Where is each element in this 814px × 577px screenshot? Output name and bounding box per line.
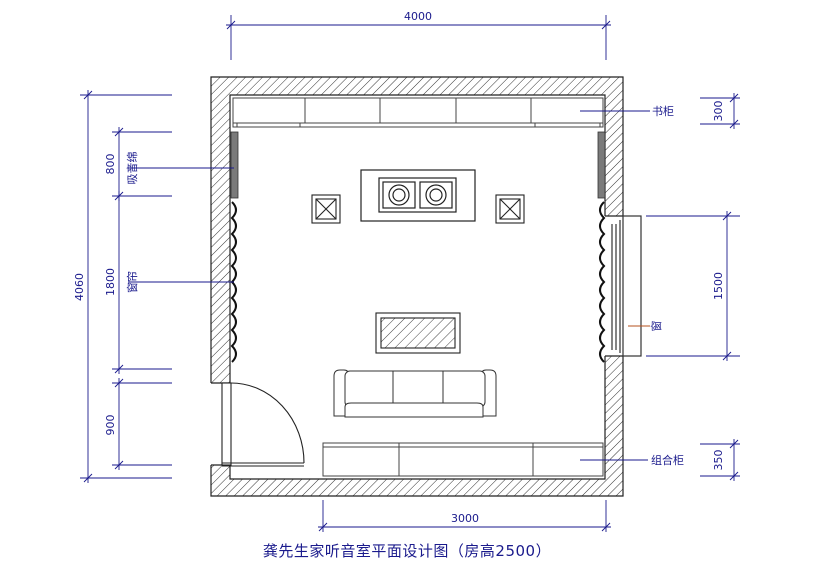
dim-right-cabinet: 350	[712, 450, 725, 471]
speaker-left	[311, 194, 341, 224]
sound-absorbing-panel-left	[230, 131, 239, 199]
speaker-right	[495, 194, 525, 224]
dim-bottom-width: 3000	[451, 512, 479, 525]
leader-lines	[128, 110, 650, 461]
dim-left-seg-top: 800	[104, 154, 117, 175]
plan-caption: 龚先生家听音室平面设计图（房高2500）	[262, 542, 552, 560]
door	[221, 382, 305, 467]
label-window: 窗	[649, 321, 663, 332]
dim-right-bookshelf: 300	[712, 101, 725, 122]
dim-top-width: 4000	[404, 10, 432, 23]
curtain-right	[599, 201, 606, 363]
label-combo-cabinet: 组合柜	[651, 453, 684, 467]
audio-rack	[360, 169, 476, 222]
dimension-lines	[80, 15, 740, 532]
dim-right-window: 1500	[712, 272, 725, 300]
window	[611, 215, 642, 357]
walls	[209, 76, 625, 497]
label-bookshelf: 书柜	[652, 105, 674, 118]
bookshelf	[232, 97, 604, 128]
sound-absorbing-panel-right	[597, 131, 606, 199]
dim-left-total: 4060	[73, 273, 86, 301]
window-opening	[603, 216, 625, 356]
dim-left-seg-mid: 1800	[104, 268, 117, 296]
sofa	[333, 369, 497, 418]
wall-hatching	[210, 76, 624, 497]
dim-left-seg-bottom: 900	[104, 415, 117, 436]
label-sound-absorbing: 吸音绵	[125, 152, 139, 185]
combo-cabinet	[322, 442, 604, 477]
coffee-table	[375, 312, 461, 354]
label-curtain: 窗帘	[125, 271, 139, 293]
